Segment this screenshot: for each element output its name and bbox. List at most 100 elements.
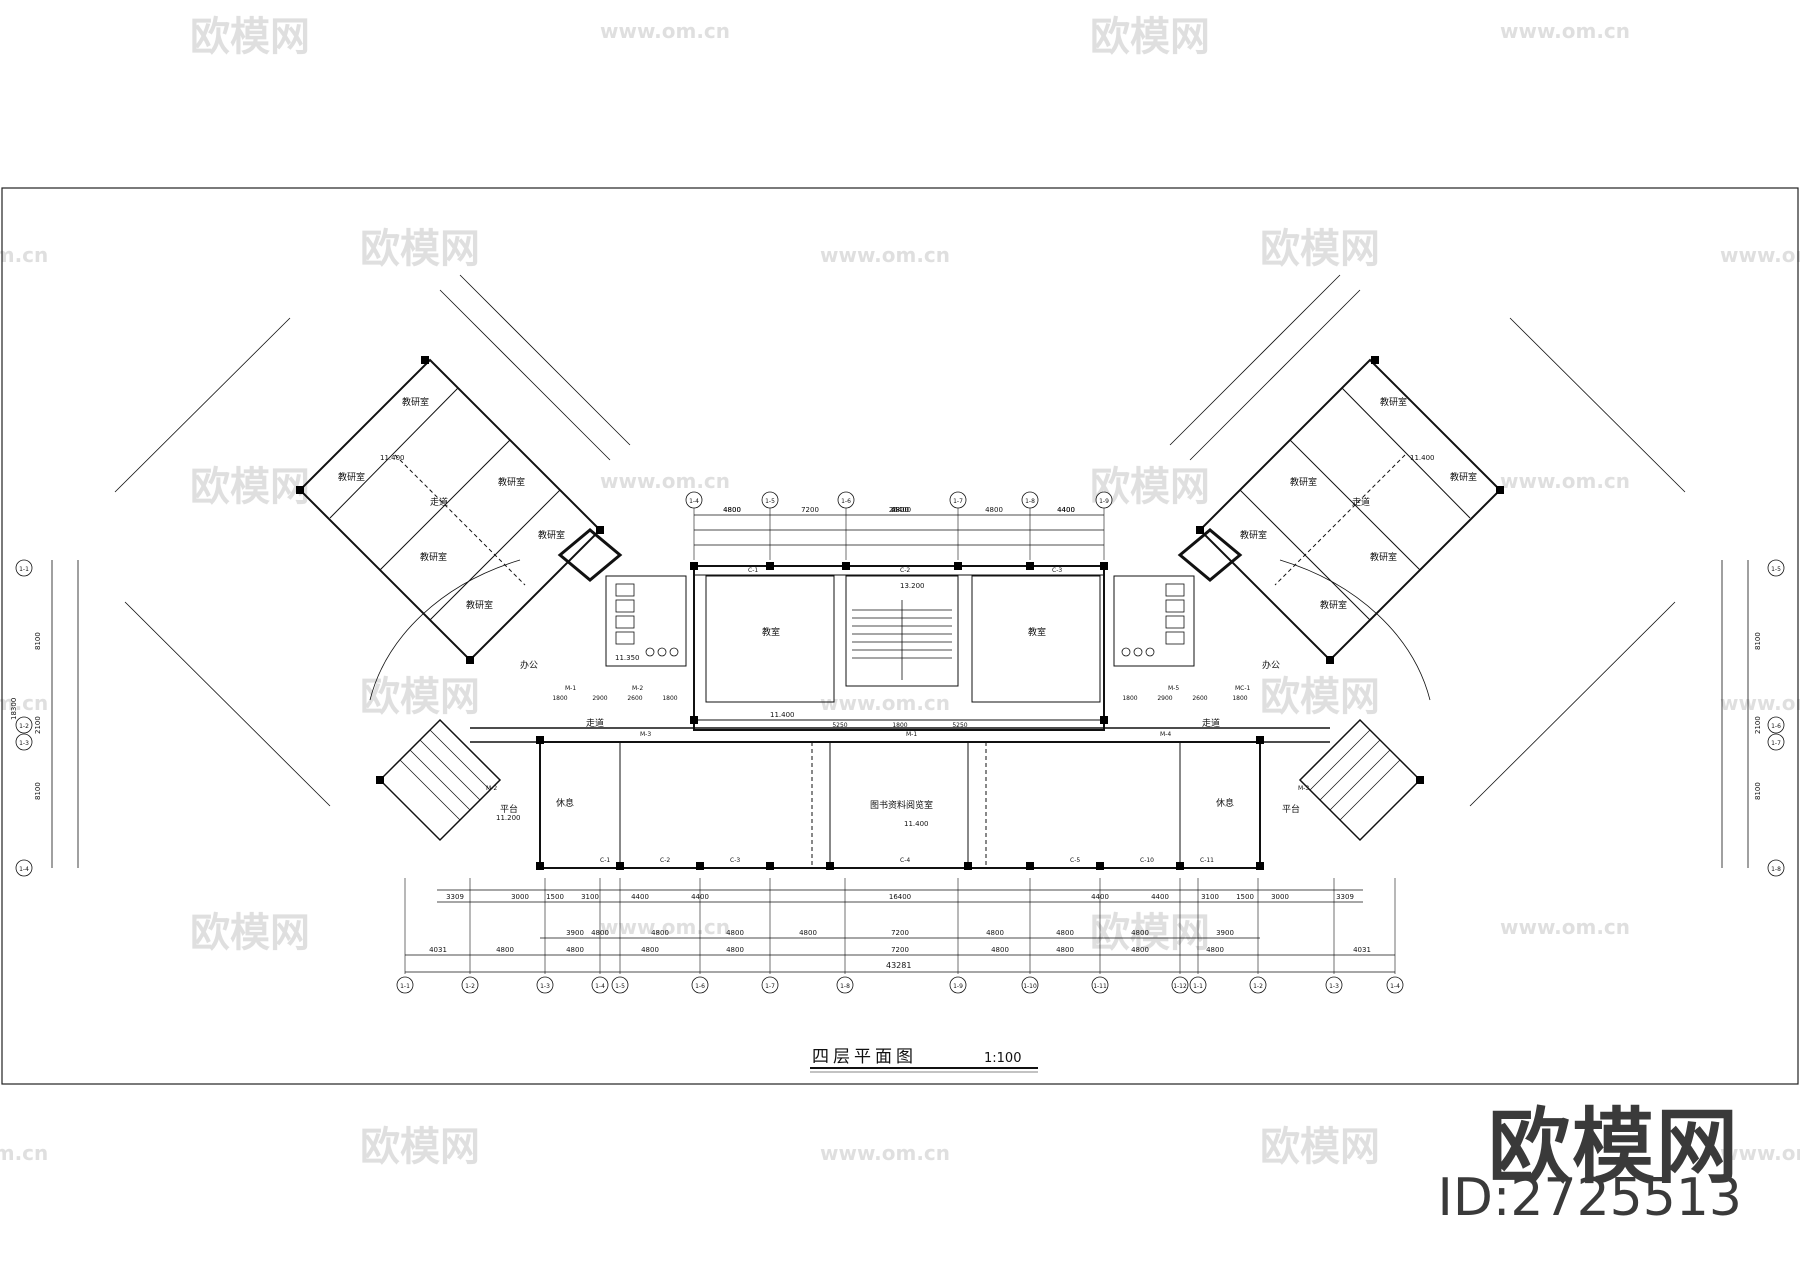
column-marker (1256, 862, 1264, 870)
room-label-teaching-research: 教研室 (338, 471, 365, 483)
top-dimension-value: 4800 (891, 506, 909, 514)
axis-bubble (536, 976, 554, 994)
bottom-dimension-lines (405, 889, 1395, 973)
bottom-dimension-value: 4800 (566, 946, 584, 954)
axis-bubble (611, 976, 629, 994)
axis-bubble (1386, 976, 1404, 994)
room-label-teaching-research: 教研室 (1290, 476, 1317, 488)
axis-bubble (15, 859, 33, 877)
column-marker (1371, 356, 1379, 364)
bottom-dimension-value: 4800 (651, 929, 669, 937)
axis-label: 1-3 (540, 983, 550, 990)
side-dimension-value: 8100 (1754, 632, 1762, 650)
bottom-dimension-value: 4031 (429, 946, 447, 954)
axis-bubble (15, 733, 33, 751)
watermark-brand: 欧模网 (190, 464, 310, 510)
window-tag: C-3 (730, 857, 740, 864)
axis-bubble (1767, 716, 1785, 734)
axis-bubble (1767, 733, 1785, 751)
axis-bubble (761, 491, 779, 509)
wing-dimension-value: 1800 (1122, 695, 1137, 702)
column-marker (766, 562, 774, 570)
room-label-library: 图书资料阅览室 (870, 799, 933, 811)
wing-dimension-value: 2900 (1157, 695, 1172, 702)
column-marker (842, 562, 850, 570)
room-label-teaching-research: 教研室 (1320, 599, 1347, 611)
drawing-title-block: 四层平面图 1:100 (810, 1047, 1038, 1073)
column-marker (954, 562, 962, 570)
watermark-url: www.om.cn (1500, 469, 1630, 493)
bottom-dimension-value: 4800 (726, 946, 744, 954)
bottom-dimension-value: 4800 (799, 929, 817, 937)
top-dimension-value: 4800 (985, 506, 1003, 514)
axis-bubble (591, 976, 609, 994)
room-label-corridor: 走道 (1202, 717, 1220, 729)
top-dimension-lines (694, 514, 1104, 546)
bottom-dimension-value: 4800 (591, 929, 609, 937)
wing-dimension-value: 1800 (552, 695, 567, 702)
axis-bubble (949, 976, 967, 994)
room-label-teaching-research: 教研室 (1450, 471, 1477, 483)
axis-label: 1-1 (19, 566, 29, 573)
axis-label: 1-8 (1025, 498, 1035, 505)
axis-label: 1-2 (465, 983, 475, 990)
bottom-dimension-value: 1500 (546, 893, 564, 901)
bottom-dimension-value: 3100 (581, 893, 599, 901)
axis-bubble (1095, 491, 1113, 509)
window-tag: C-3 (1052, 567, 1062, 574)
window-tag: C-1 (748, 567, 758, 574)
bottom-dimension-value: 4800 (496, 946, 514, 954)
room-label-lounge: 休息 (1216, 797, 1234, 809)
room-label-classroom: 教室 (1028, 626, 1046, 638)
elevation-label: 11.400 (380, 454, 405, 462)
central-block (369, 528, 1431, 869)
column-marker (1496, 486, 1504, 494)
bottom-dimension-value: 4400 (691, 893, 709, 901)
center-dimension-value: 1800 (892, 722, 907, 729)
axis-label: 1-12 (1173, 983, 1187, 990)
axis-label: 1-6 (841, 498, 851, 505)
window-tag: C-11 (1200, 857, 1214, 864)
column-marker (596, 526, 604, 534)
watermark-brand: 欧模网 (190, 14, 310, 60)
top-dimension-value: 4400 (1057, 506, 1075, 514)
axis-bubble (1171, 976, 1189, 994)
axis-label: 1-2 (1253, 983, 1263, 990)
room-label-teaching-research: 教研室 (538, 529, 565, 541)
door-tag: M-2 (632, 685, 643, 692)
column-marker (466, 656, 474, 664)
top-dimension-value: 6800 (891, 506, 909, 514)
watermark-brand: 欧模网 (1260, 674, 1380, 720)
brand-logo-text: 欧模网 (1487, 1100, 1740, 1195)
bottom-dimension-value: 4800 (1131, 946, 1149, 954)
wing-dimension-value: 1800 (1232, 695, 1247, 702)
room-label-teaching-research: 教研室 (1380, 396, 1407, 408)
watermark-url: om.cn (0, 691, 48, 715)
column-marker (376, 776, 384, 784)
window-tag: C-2 (660, 857, 670, 864)
side-dimension-value: 18300 (10, 698, 18, 720)
room-label-teaching-research: 教研室 (498, 476, 525, 488)
axis-label: 1-1 (1193, 983, 1203, 990)
axis-label: 1-7 (765, 983, 775, 990)
elevation-label: 11.400 (904, 820, 929, 828)
elevation-label: 13.200 (900, 582, 925, 590)
axis-label: 1-9 (953, 983, 963, 990)
side-dimension-value: 8100 (1754, 782, 1762, 800)
bottom-dimension-value: 4031 (1353, 946, 1371, 954)
bottom-dimension-value: 16400 (889, 893, 911, 901)
room-label-teaching-research: 教研室 (1370, 551, 1397, 563)
elevation-label: 11.200 (496, 814, 521, 822)
side-dimension-value: 2100 (34, 716, 42, 734)
axis-bubble (15, 716, 33, 734)
column-marker (1416, 776, 1424, 784)
axis-bubble (396, 976, 414, 994)
bottom-dimension-value: 4400 (1151, 893, 1169, 901)
axis-bubble (461, 976, 479, 994)
bottom-dimension-value: 4800 (726, 929, 744, 937)
center-dimension-value: 5250 (832, 722, 847, 729)
bottom-dimension-value: 3900 (566, 929, 584, 937)
